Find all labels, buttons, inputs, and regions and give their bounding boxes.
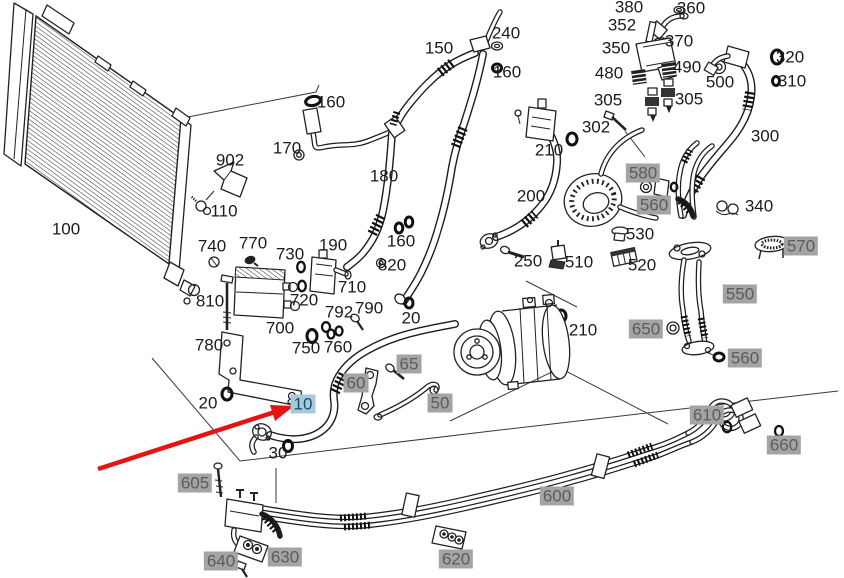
part-label-520[interactable]: 520: [627, 255, 657, 275]
valve-510: [548, 240, 567, 270]
part-label-760[interactable]: 760: [323, 337, 353, 357]
part-label-302[interactable]: 302: [581, 117, 611, 137]
connector-620: [431, 525, 467, 550]
part-label-110[interactable]: 110: [210, 201, 238, 221]
bolt-810: [220, 274, 234, 330]
receiver-drier-cluster: [603, 5, 784, 131]
part-label-200[interactable]: 200: [516, 186, 546, 206]
part-label-780[interactable]: 780: [194, 335, 224, 355]
compressor-drawing: [453, 293, 571, 391]
part-label-20-a[interactable]: 20: [198, 393, 218, 413]
part-label-710[interactable]: 710: [337, 277, 367, 297]
part-label-902[interactable]: 902: [215, 150, 245, 170]
sensor-110: [190, 190, 215, 216]
part-label-240[interactable]: 240: [491, 23, 521, 43]
heat-exchanger-700: [233, 266, 301, 319]
part-label-770[interactable]: 770: [238, 233, 268, 253]
part-label-340[interactable]: 340: [744, 196, 774, 216]
part-label-250[interactable]: 250: [513, 251, 543, 271]
part-label-820[interactable]: 820: [377, 255, 407, 275]
part-label-30[interactable]: 30: [268, 443, 288, 463]
bolt-250: [499, 245, 525, 259]
part-label-550[interactable]: 550: [722, 284, 758, 304]
expansion-valve-190: [296, 215, 415, 295]
part-label-510[interactable]: 510: [564, 252, 594, 272]
part-label-160-c[interactable]: 160: [386, 231, 416, 251]
hardware-790-792-750-760: [305, 313, 364, 344]
part-label-740[interactable]: 740: [197, 236, 227, 256]
part-label-352[interactable]: 352: [607, 15, 637, 35]
bolt-65: [385, 363, 405, 381]
clip-530-damper-520: [610, 226, 638, 267]
part-label-65[interactable]: 65: [396, 354, 422, 374]
part-label-580[interactable]: 580: [625, 163, 661, 183]
nut-650: [666, 321, 680, 335]
part-label-560-b[interactable]: 560: [727, 348, 763, 368]
part-label-60[interactable]: 60: [343, 373, 369, 393]
direction-arrow-glyph: [213, 161, 248, 198]
part-label-500[interactable]: 500: [705, 72, 735, 92]
part-label-150[interactable]: 150: [424, 38, 454, 58]
part-label-605[interactable]: 605: [177, 473, 213, 493]
part-label-490[interactable]: 490: [672, 57, 702, 77]
part-label-210-b[interactable]: 210: [568, 320, 598, 340]
part-label-660[interactable]: 660: [766, 435, 802, 455]
part-label-160-b[interactable]: 160: [492, 62, 522, 82]
clip-740-bolt-770: [208, 255, 259, 268]
part-label-700[interactable]: 700: [265, 318, 295, 338]
hose-10: [249, 320, 459, 455]
part-label-310[interactable]: 310: [777, 71, 807, 91]
hose-200: [479, 98, 579, 250]
part-label-170[interactable]: 170: [272, 138, 302, 158]
part-label-10-selected[interactable]: 10: [290, 394, 316, 414]
part-label-350[interactable]: 350: [601, 38, 631, 58]
part-label-180[interactable]: 180: [369, 166, 399, 186]
seals-240-160: [490, 41, 504, 74]
part-label-360[interactable]: 360: [676, 0, 706, 18]
part-label-190[interactable]: 190: [318, 235, 348, 255]
part-label-650[interactable]: 650: [628, 319, 664, 339]
part-label-530[interactable]: 530: [625, 224, 655, 244]
part-label-750[interactable]: 750: [291, 338, 321, 358]
part-label-480[interactable]: 480: [594, 63, 624, 83]
part-label-320[interactable]: 320: [775, 47, 805, 67]
oring-20-left: [220, 386, 234, 402]
part-label-370[interactable]: 370: [664, 31, 694, 51]
suction-hose: [394, 50, 487, 310]
part-label-305-a[interactable]: 305: [593, 90, 623, 110]
part-label-720[interactable]: 720: [289, 290, 319, 310]
part-label-620[interactable]: 620: [438, 549, 474, 569]
part-label-210-a[interactable]: 210: [534, 140, 564, 160]
hose-150: [390, 9, 503, 135]
part-label-630[interactable]: 630: [267, 547, 303, 567]
part-label-100[interactable]: 100: [51, 219, 81, 239]
clamp-340: [715, 200, 739, 216]
hose-180: [343, 110, 406, 271]
condenser-drawing: [3, 2, 201, 305]
part-label-730[interactable]: 730: [275, 244, 305, 264]
part-label-160-a[interactable]: 160: [316, 92, 346, 112]
part-label-610[interactable]: 610: [689, 405, 725, 425]
part-label-300[interactable]: 300: [750, 126, 780, 146]
part-label-20-b[interactable]: 20: [401, 308, 421, 328]
part-label-790[interactable]: 790: [354, 298, 384, 318]
connector-630-bolt-640: [233, 535, 269, 578]
pointer-arrow: [97, 405, 294, 472]
part-label-560-a[interactable]: 560: [636, 195, 672, 215]
part-label-50[interactable]: 50: [427, 393, 453, 413]
liquid-line-170: [293, 94, 395, 161]
part-label-570[interactable]: 570: [783, 236, 819, 256]
part-label-600[interactable]: 600: [539, 486, 575, 506]
part-label-380[interactable]: 380: [614, 0, 644, 17]
bolt-605: [213, 462, 224, 498]
pipe-assembly-600: [224, 397, 785, 552]
bracket-50: [373, 381, 440, 421]
part-label-305-b[interactable]: 305: [674, 89, 704, 109]
part-label-640[interactable]: 640: [203, 551, 239, 571]
part-label-792[interactable]: 792: [324, 302, 354, 322]
part-label-810[interactable]: 810: [195, 291, 225, 311]
